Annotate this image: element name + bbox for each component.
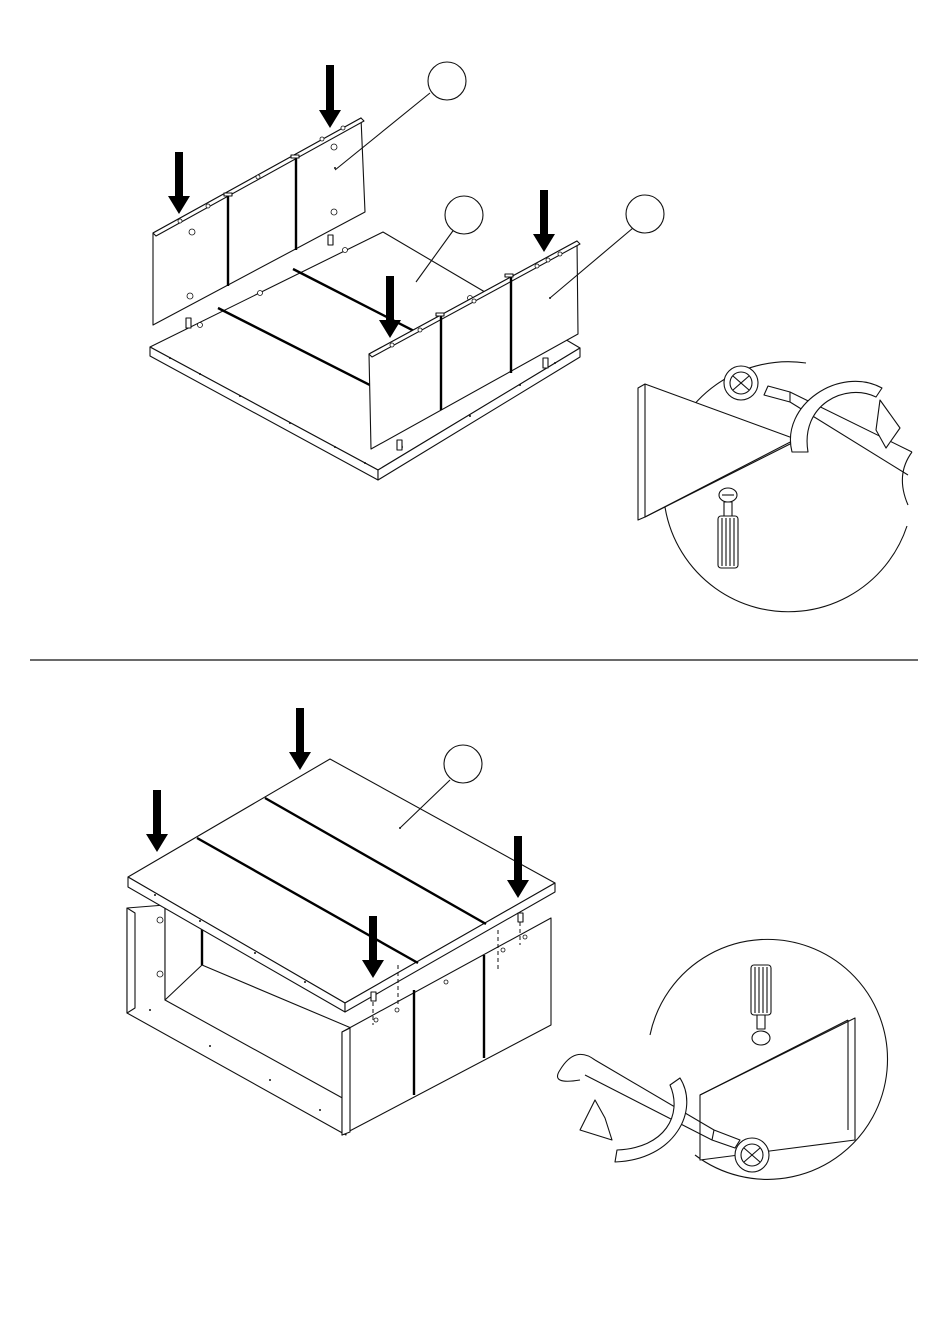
down-arrow-icon	[533, 190, 555, 252]
callouts-lower	[400, 745, 482, 828]
part-callout	[444, 745, 482, 783]
cam-bolt-icon	[718, 488, 738, 568]
part-callout	[428, 62, 466, 100]
part-callout	[445, 196, 483, 234]
down-arrow-icon	[289, 708, 311, 770]
down-arrow-icon	[319, 65, 341, 128]
cam-bolt-icon	[751, 965, 771, 1045]
part-callout	[626, 195, 664, 233]
rotate-counter-clockwise-icon	[580, 1078, 687, 1162]
upper-step-assembly	[150, 62, 912, 612]
rotate-clockwise-icon	[790, 381, 900, 452]
down-arrow-icon	[168, 152, 190, 214]
cam-lock-icon	[724, 366, 758, 400]
lower-step-assembly	[127, 708, 887, 1179]
detail-tighten-cam	[638, 362, 912, 612]
cam-lock-icon	[735, 1138, 769, 1172]
down-arrow-icon	[146, 790, 168, 852]
detail-tighten-cam-lower	[558, 939, 888, 1179]
